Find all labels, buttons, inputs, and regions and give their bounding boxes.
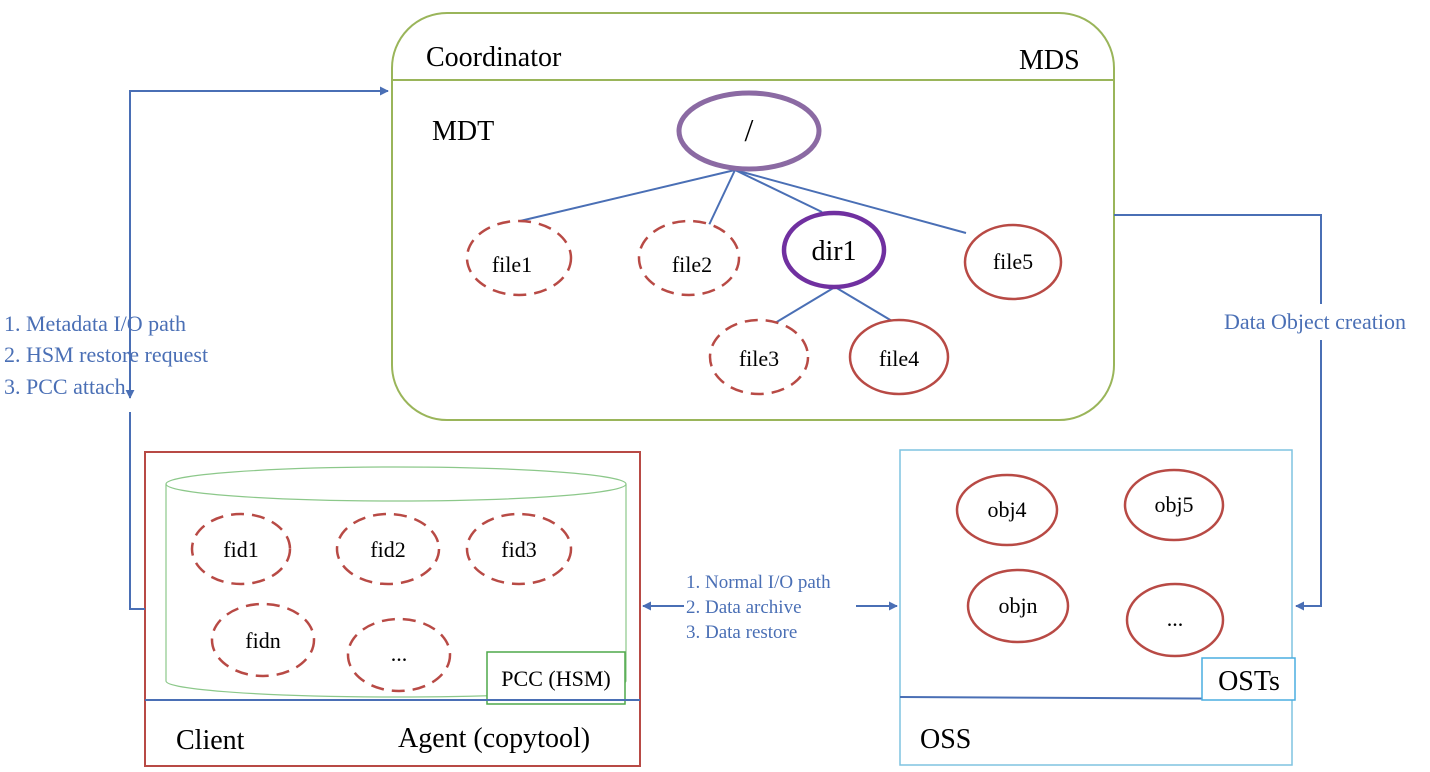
- file3-label: file3: [739, 346, 779, 371]
- edge-dir1-file3: [774, 286, 836, 324]
- objn-label: objn: [998, 593, 1037, 618]
- fid1-label: fid1: [223, 537, 258, 562]
- namespace-tree-edges: [519, 169, 967, 324]
- metadata-path-labels: 1. Metadata I/O path 2. HSM restore requ…: [4, 311, 208, 399]
- metadata-path-arrow: [129, 412, 145, 610]
- oss-label: OSS: [920, 724, 971, 755]
- osts-label: OSTs: [1218, 666, 1280, 697]
- dir1-node: [781, 210, 887, 290]
- data-object-creation-arrow: [1295, 340, 1322, 611]
- metadata-label-1: 1. Metadata I/O path: [4, 311, 186, 336]
- file4-node: [848, 318, 950, 396]
- io-label-2: 2. Data archive: [686, 597, 802, 618]
- fid3-label: fid3: [501, 537, 536, 562]
- pcc-hsm-label: PCC (HSM): [501, 666, 610, 691]
- fidn-node: [210, 602, 316, 678]
- client-label: Client: [176, 725, 245, 756]
- fid-more-label: ...: [391, 641, 408, 666]
- client-block: fid1 fid2 fid3 fidn ... PCC (HSM) Client…: [144, 451, 641, 767]
- data-object-creation-label: Data Object creation: [1224, 309, 1406, 334]
- edge-root-file1: [519, 169, 736, 222]
- oss-border: [899, 449, 1293, 766]
- file5-label: file5: [993, 249, 1033, 274]
- oss-block: obj4 obj5 objn ... OSTs OSS: [899, 449, 1296, 766]
- file2-node: [637, 219, 741, 297]
- client-border: [144, 451, 641, 767]
- file3-node: [708, 318, 810, 396]
- obj4-label: obj4: [987, 497, 1026, 522]
- edge-root-dir1: [734, 169, 823, 213]
- objn-node: [966, 568, 1070, 644]
- fidn-label: fidn: [245, 628, 280, 653]
- obj5-node: [1123, 468, 1225, 542]
- fid2-label: fid2: [370, 537, 405, 562]
- data-object-creation-path: [1114, 214, 1322, 304]
- obj5-label: obj5: [1154, 492, 1193, 517]
- root-label: /: [745, 112, 754, 148]
- coordinator-label: Coordinator: [426, 42, 562, 73]
- pcc-cylinder-top: [165, 466, 627, 502]
- edge-root-file2: [708, 169, 736, 226]
- metadata-label-3: 3. PCC attach: [4, 374, 126, 399]
- metadata-label-2: 2. HSM restore request: [4, 342, 208, 367]
- file1-label: file1: [492, 252, 532, 277]
- io-label-backdrop: [684, 571, 856, 646]
- edge-dir1-file4: [834, 286, 893, 322]
- edge-root-file5: [734, 169, 967, 234]
- osts-box: [1201, 657, 1296, 701]
- obj-more-node: [1125, 582, 1225, 658]
- file1-node: [465, 219, 573, 297]
- pcc-hsm-box: [486, 651, 626, 705]
- fid1-node: [190, 512, 292, 586]
- fid-more-node: [346, 617, 452, 693]
- mds-block: Coordinator MDS MDT / file1 file2 dir1 f…: [391, 12, 1115, 421]
- file5-node: [963, 223, 1063, 301]
- mds-label: MDS: [1019, 45, 1080, 76]
- metadata-path-arrow-head: [125, 86, 389, 399]
- dir1-label: dir1: [811, 236, 856, 267]
- agent-copytool-label: Agent (copytool): [398, 723, 590, 754]
- file4-label: file4: [879, 346, 919, 371]
- fid3-node: [465, 512, 573, 586]
- mdt-label: MDT: [432, 116, 494, 147]
- obj-more-label: ...: [1167, 606, 1184, 631]
- io-label-1: 1. Normal I/O path: [686, 572, 831, 593]
- fid2-node: [335, 512, 441, 586]
- io-path-labels: 1. Normal I/O path 2. Data archive 3. Da…: [686, 572, 831, 643]
- file2-label: file2: [672, 252, 712, 277]
- obj4-node: [955, 473, 1059, 547]
- mds-border: [391, 12, 1115, 421]
- io-label-3: 3. Data restore: [686, 622, 797, 643]
- root-node: [676, 90, 822, 172]
